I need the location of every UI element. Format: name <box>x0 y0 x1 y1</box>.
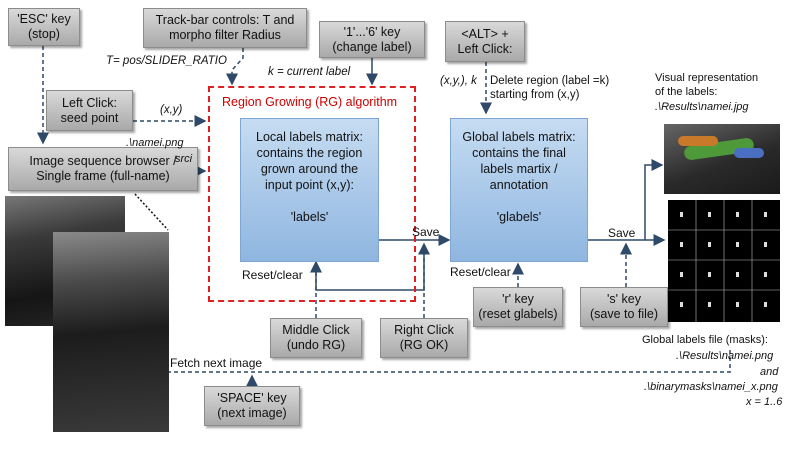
space-key-box: 'SPACE' key (next image) <box>204 386 300 426</box>
middle-click-line2: (undo RG) <box>286 338 346 352</box>
s-key-box: 's' key (save to file) <box>580 287 668 327</box>
local-matrix-line4: input point (x,y): <box>265 178 354 192</box>
global-file-line2: .\Results\namei.png <box>676 350 774 362</box>
trackbar-line1: Track-bar controls: T and <box>155 13 295 27</box>
xy-label: (x,y) <box>160 104 183 116</box>
image-browser-line2: Single frame (full-name) <box>36 169 170 183</box>
ultrasound-image-front <box>53 232 169 432</box>
left-click-line2: seed point <box>60 110 119 125</box>
fetch-next-image-label: Fetch next image <box>170 356 263 370</box>
left-click-line1: Left Click: <box>62 95 117 110</box>
middle-click-box: Middle Click (undo RG) <box>270 318 362 358</box>
alt-click-line2: Left Click: <box>457 41 513 56</box>
global-file-line3: and <box>760 366 779 378</box>
binary-masks-grid-image <box>668 200 780 322</box>
right-click-box: Right Click (RG OK) <box>380 318 468 358</box>
reset-clear-global-label: Reset/clear <box>450 265 511 279</box>
r-key-line1: 'r' key <box>502 292 534 306</box>
left-click-box: Left Click: seed point <box>46 90 133 131</box>
save-label-local: Save <box>412 225 440 239</box>
label-key-line2: (change label) <box>332 39 412 54</box>
alt-click-line1: <ALT> + <box>461 26 509 41</box>
middle-click-line1: Middle Click <box>282 323 350 337</box>
s-key-line1: 's' key <box>607 292 641 306</box>
s-key-line2: (save to file) <box>589 307 659 321</box>
esc-key-box: 'ESC' key (stop) <box>8 8 80 46</box>
global-matrix-spacer <box>451 193 587 209</box>
space-key-line2: (next image) <box>217 406 287 420</box>
global-labels-matrix: Global labels matrix: contains the final… <box>450 118 588 262</box>
r-key-box: 'r' key (reset glabels) <box>473 287 563 327</box>
r-key-line2: (reset glabels) <box>478 307 558 321</box>
local-matrix-line3: grown around the <box>260 162 359 176</box>
t-formula-label: T= pos/SLIDER_RATIO <box>106 55 227 67</box>
label-blob-blue <box>734 148 764 158</box>
esc-key-line2: (stop) <box>28 27 60 41</box>
delete-region-line2: starting from (x,y) <box>490 89 580 101</box>
alt-click-box: <ALT> + Left Click: <box>445 21 525 62</box>
xyk-label: (x,y,), k <box>440 75 477 87</box>
image-browser-line1: Image sequence browser / <box>29 154 177 168</box>
global-matrix-line1: Global labels matrix: <box>462 130 576 144</box>
global-matrix-line4: annotation <box>489 178 549 192</box>
name-png-label: .\namei.png <box>126 137 184 149</box>
global-matrix-line3: labels martix / <box>480 162 558 176</box>
right-click-line1: Right Click <box>394 323 454 337</box>
local-matrix-varname: 'labels' <box>290 210 329 224</box>
image-browser-box: Image sequence browser / Single frame (f… <box>8 147 198 191</box>
visual-rep-line1: Visual representation <box>655 72 759 84</box>
label-key-line1: '1'...'6' key <box>343 24 401 39</box>
local-matrix-line2: contains the region <box>256 146 363 160</box>
space-key-line1: 'SPACE' key <box>217 391 287 405</box>
region-growing-title: Region Growing (RG) algorithm <box>222 95 398 109</box>
visual-rep-line2: of the labels: <box>655 86 718 98</box>
local-matrix-spacer <box>241 193 378 209</box>
local-matrix-line1: Local labels matrix: <box>256 130 363 144</box>
global-matrix-varname: 'glabels' <box>496 210 542 224</box>
global-file-line1: Global labels file (masks): <box>642 334 768 346</box>
label-blob-orange <box>678 136 718 146</box>
trackbar-box: Track-bar controls: T and morpho filter … <box>143 8 307 48</box>
mask-grid-lines <box>668 200 780 322</box>
local-labels-matrix: Local labels matrix: contains the region… <box>240 118 379 262</box>
global-file-line4: .\binarymasks\namei_x.png <box>644 381 778 393</box>
region-growing-frame <box>208 86 416 302</box>
src-label: srci <box>175 153 193 165</box>
visual-rep-line3: .\Results\namei.jpg <box>655 101 749 113</box>
labels-visualization-image <box>664 124 780 194</box>
delete-region-line1: Delete region (label =k) <box>490 75 610 87</box>
global-matrix-line2: contains the final <box>472 146 566 160</box>
esc-key-line1: 'ESC' key <box>17 12 71 26</box>
save-label-global: Save <box>608 226 636 240</box>
k-current-label: k = current label <box>268 66 351 78</box>
reset-clear-local-label: Reset/clear <box>242 268 303 282</box>
label-key-box: '1'...'6' key (change label) <box>319 21 425 58</box>
right-click-line2: (RG OK) <box>399 338 449 352</box>
trackbar-line2: morpho filter Radius <box>169 28 281 42</box>
global-file-line5: x = 1..6 <box>746 396 783 408</box>
